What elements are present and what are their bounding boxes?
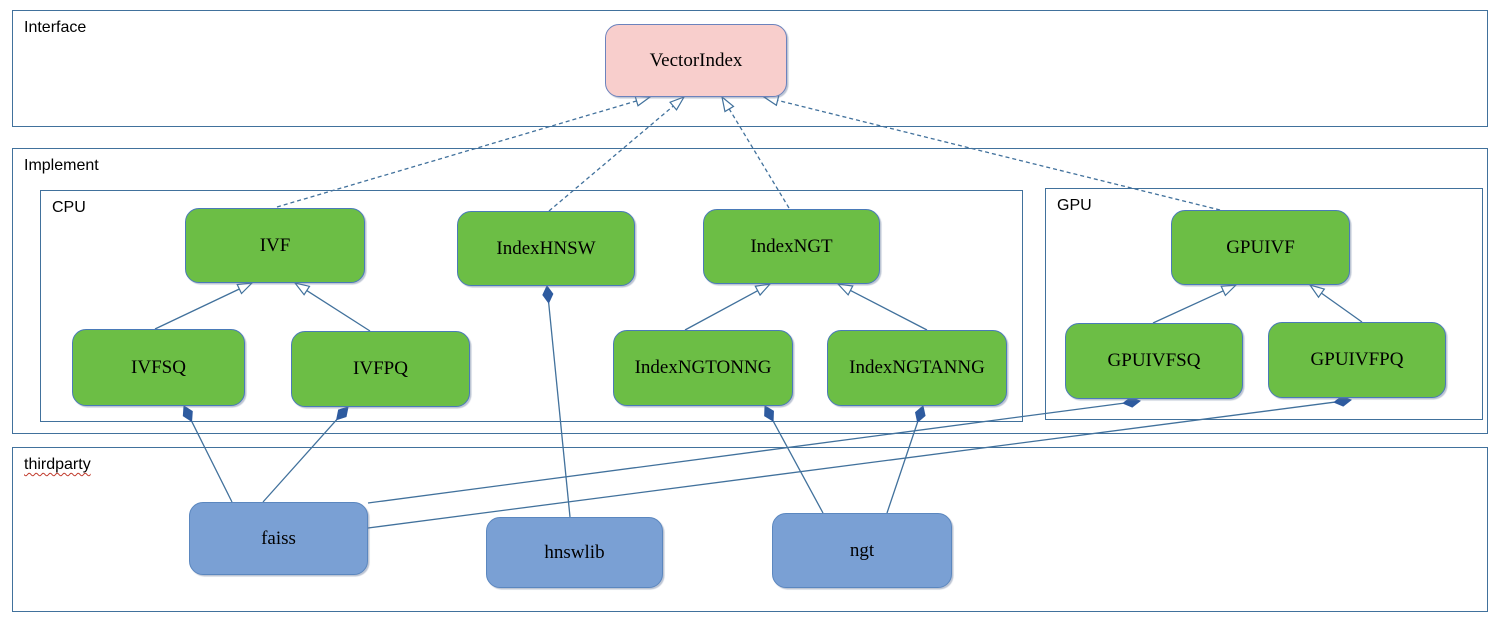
node-label: IVFSQ bbox=[131, 356, 186, 378]
edge-ivf-vectorindex[interactable] bbox=[276, 95, 652, 208]
hollow-arrowhead-icon bbox=[293, 282, 311, 296]
node-gpuivfsq[interactable]: GPUIVFSQ bbox=[1065, 323, 1243, 399]
filled-diamond-icon bbox=[336, 406, 349, 421]
node-label: IVF bbox=[259, 234, 291, 256]
generalization-line bbox=[1321, 292, 1363, 323]
generalization-line bbox=[1152, 290, 1224, 324]
edge-indexngtanng-indexngt[interactable] bbox=[836, 283, 928, 331]
container-interface-label: Interface bbox=[24, 19, 87, 36]
container-thirdparty-label: thirdparty bbox=[24, 456, 91, 473]
composition-line bbox=[367, 402, 1124, 504]
container-implement-label: Implement bbox=[24, 157, 99, 174]
node-label: IVFPQ bbox=[353, 358, 408, 379]
hollow-arrowhead-icon bbox=[236, 282, 254, 295]
node-label: IndexHNSW bbox=[496, 237, 596, 259]
node-gpuivf[interactable]: GPUIVF bbox=[1171, 210, 1350, 285]
edge-gpuivf-vectorindex[interactable] bbox=[762, 94, 1221, 211]
container-implement[interactable]: Implement bbox=[12, 148, 1488, 434]
edge-hnswlib-indexhnsw[interactable] bbox=[542, 285, 571, 518]
composition-line bbox=[191, 420, 233, 503]
edge-indexngtonng-indexngt[interactable] bbox=[684, 283, 772, 331]
node-indexhnsw[interactable]: IndexHNSW bbox=[457, 211, 635, 286]
realization-line bbox=[728, 108, 790, 209]
filled-diamond-icon bbox=[542, 285, 554, 304]
node-label: IndexNGTONNG bbox=[634, 357, 772, 378]
node-label: IndexNGTANNG bbox=[849, 357, 985, 378]
node-label: IndexNGT bbox=[750, 235, 833, 257]
node-indexngtanng[interactable]: IndexNGTANNG bbox=[827, 330, 1007, 406]
edge-gpuivfsq-gpuivf[interactable] bbox=[1152, 284, 1238, 324]
hollow-arrowhead-icon bbox=[669, 95, 686, 111]
node-vectorindex[interactable]: VectorIndex bbox=[605, 24, 787, 97]
node-gpuivfpq[interactable]: GPUIVFPQ bbox=[1268, 322, 1446, 398]
node-label: hnswlib bbox=[544, 541, 605, 563]
composition-line bbox=[548, 302, 571, 518]
edge-faiss-ivfsq[interactable] bbox=[182, 405, 233, 503]
composition-line bbox=[772, 420, 824, 514]
edge-ivfsq-ivf[interactable] bbox=[154, 282, 254, 330]
edge-faiss-gpuivfpq[interactable] bbox=[367, 395, 1352, 529]
node-hnswlib[interactable]: hnswlib bbox=[486, 517, 663, 588]
generalization-line bbox=[154, 288, 240, 330]
hollow-arrowhead-icon bbox=[634, 95, 652, 107]
hollow-arrowhead-icon bbox=[1308, 283, 1326, 299]
filled-diamond-icon bbox=[764, 405, 774, 422]
hollow-arrowhead-icon bbox=[1220, 284, 1238, 297]
hollow-arrowhead-icon bbox=[836, 283, 854, 296]
edge-ngt-indexngtanng[interactable] bbox=[886, 405, 926, 514]
node-faiss[interactable]: faiss bbox=[189, 502, 368, 575]
node-label: faiss bbox=[261, 527, 296, 549]
container-cpu-label: CPU bbox=[52, 199, 86, 216]
container-gpu[interactable]: GPU bbox=[1045, 188, 1483, 420]
hollow-arrowhead-icon bbox=[721, 95, 735, 113]
composition-line bbox=[367, 401, 1335, 529]
composition-line bbox=[886, 421, 919, 514]
node-ngt[interactable]: ngt bbox=[772, 513, 952, 588]
hollow-arrowhead-icon bbox=[754, 283, 772, 297]
generalization-line bbox=[850, 289, 928, 331]
container-gpu-label: GPU bbox=[1057, 197, 1092, 214]
realization-line bbox=[548, 105, 674, 212]
node-indexngtonng[interactable]: IndexNGTONNG bbox=[613, 330, 793, 406]
edge-faiss-ivfpq[interactable] bbox=[262, 406, 349, 503]
generalization-line bbox=[306, 289, 371, 332]
edge-indexhnsw-vectorindex[interactable] bbox=[548, 95, 686, 212]
filled-diamond-icon bbox=[182, 405, 193, 423]
node-label: GPUIVFPQ bbox=[1310, 349, 1404, 370]
node-ivf[interactable]: IVF bbox=[185, 208, 365, 283]
edge-ngt-indexngtonng[interactable] bbox=[764, 405, 824, 514]
container-thirdparty[interactable]: thirdparty bbox=[12, 447, 1488, 612]
node-ivfsq[interactable]: IVFSQ bbox=[72, 329, 245, 406]
node-ivfpq[interactable]: IVFPQ bbox=[291, 331, 470, 407]
realization-line bbox=[276, 100, 637, 208]
node-label: ngt bbox=[849, 539, 875, 561]
node-label: VectorIndex bbox=[649, 49, 743, 71]
node-label: GPUIVFSQ bbox=[1107, 350, 1201, 371]
realization-line bbox=[777, 99, 1221, 211]
node-label: GPUIVF bbox=[1226, 236, 1295, 258]
generalization-line bbox=[684, 290, 758, 331]
node-indexngt[interactable]: IndexNGT bbox=[703, 209, 880, 284]
container-cpu[interactable]: CPU bbox=[40, 190, 1023, 422]
edge-ivfpq-ivf[interactable] bbox=[293, 282, 371, 332]
edge-gpuivfpq-gpuivf[interactable] bbox=[1308, 283, 1363, 323]
filled-diamond-icon bbox=[915, 405, 926, 424]
edge-indexngt-vectorindex[interactable] bbox=[721, 95, 790, 209]
container-interface[interactable]: Interface bbox=[12, 10, 1488, 127]
composition-line bbox=[262, 419, 338, 503]
edge-faiss-gpuivfsq[interactable] bbox=[367, 396, 1141, 504]
